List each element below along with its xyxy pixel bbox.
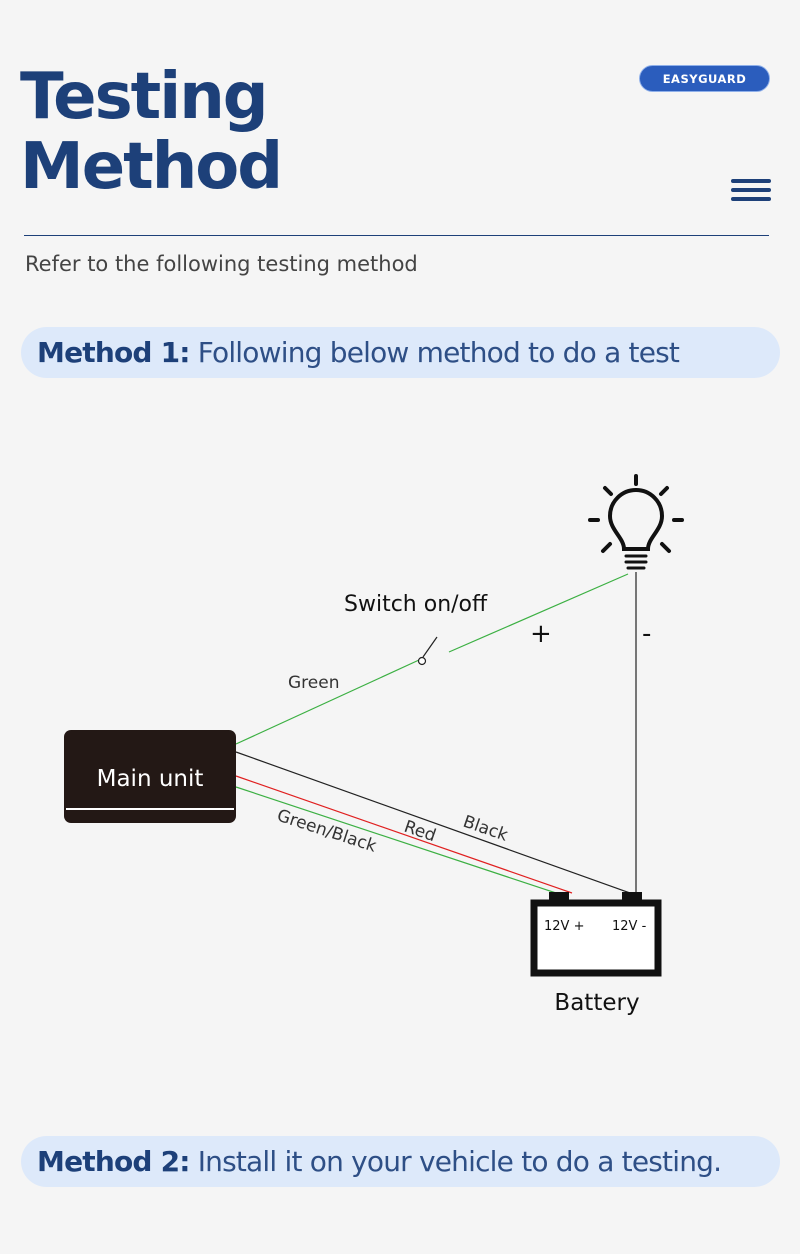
method-2-text: Install it on your vehicle to do a testi… <box>197 1145 722 1178</box>
battery-terminal-neg <box>622 892 642 903</box>
intro-text: Refer to the following testing method <box>25 252 418 276</box>
plus-label: + <box>530 619 552 649</box>
switch-lever <box>422 636 438 658</box>
wire-black <box>235 751 631 894</box>
page-title: Testing Method <box>20 60 283 204</box>
method-1-text: Following below method to do a test <box>197 336 680 369</box>
title-line-1: Testing <box>20 60 269 134</box>
brand-badge: EASYGUARD <box>639 65 770 92</box>
minus-label: - <box>642 619 651 649</box>
light-bulb-icon <box>588 474 684 570</box>
method-2-label: Method 2: <box>37 1145 190 1178</box>
main-unit-stripe <box>66 808 234 810</box>
wire-red-label: Red <box>401 817 438 846</box>
header-divider <box>24 235 769 236</box>
wire-red <box>235 775 573 894</box>
wire-green-label: Green <box>288 673 339 693</box>
battery-body <box>530 899 662 977</box>
main-unit-label: Main unit <box>97 766 204 792</box>
wire-green-black-label: Green/Black <box>274 806 378 857</box>
method-1-label: Method 1: <box>37 336 190 369</box>
method-2-banner: Method 2: Install it on your vehicle to … <box>21 1136 780 1187</box>
wire-green-to-bulb <box>448 573 629 653</box>
battery-label: Battery <box>554 990 639 1016</box>
main-unit-box <box>64 730 236 823</box>
method-1-banner: Method 1: Following below method to do a… <box>21 327 780 378</box>
wire-green-to-switch <box>235 659 420 745</box>
battery-terminal-pos <box>549 892 569 903</box>
title-line-2: Method <box>20 130 283 204</box>
hamburger-menu-icon[interactable] <box>731 179 771 201</box>
switch-label: Switch on/off <box>344 592 488 617</box>
terminal-neg-label: 12V - <box>612 919 647 934</box>
switch-contact[interactable] <box>417 656 427 666</box>
terminal-pos-label: 12V + <box>544 919 584 934</box>
wire-green-black <box>235 786 557 894</box>
